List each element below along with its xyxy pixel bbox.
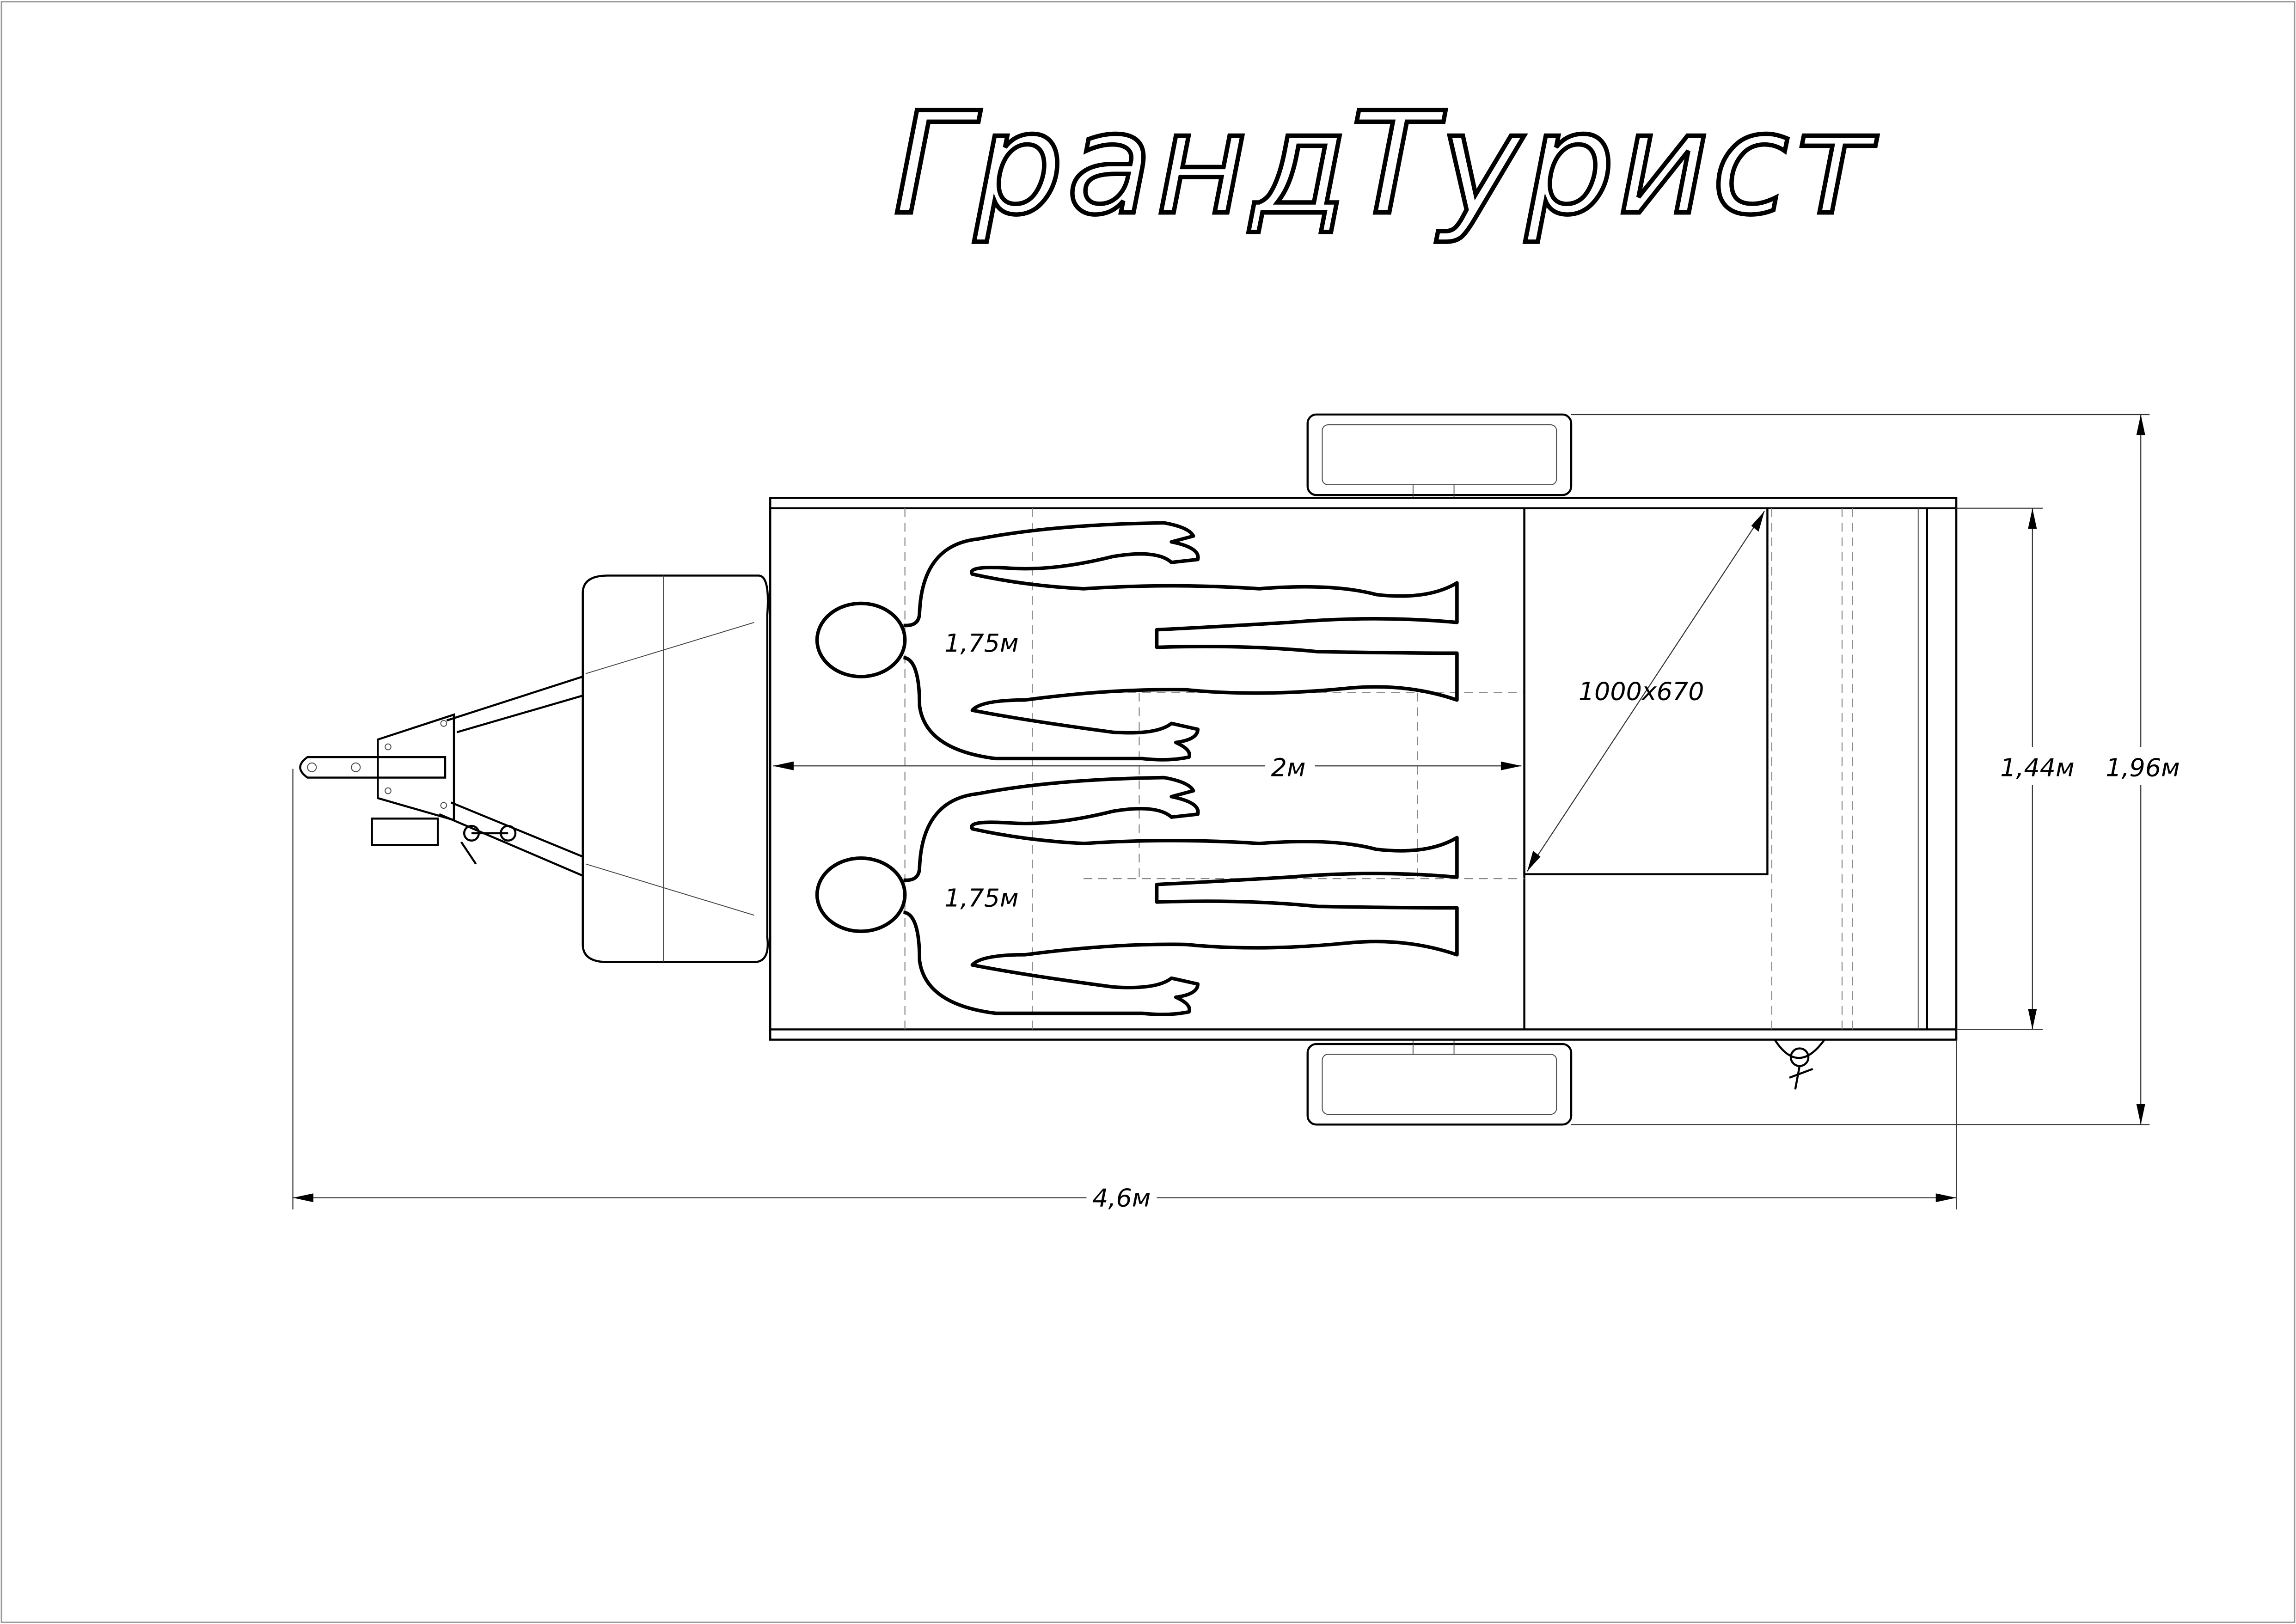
box-size-label: 1000х670 bbox=[1579, 677, 1704, 706]
outer-width-label: 1,96м bbox=[2106, 753, 2180, 782]
dimension-box-diagonal bbox=[1527, 511, 1765, 872]
total-length-label: 4,6м bbox=[1092, 1184, 1151, 1213]
inner-width-label: 1,44м bbox=[2000, 753, 2075, 782]
storage-box bbox=[1523, 507, 1769, 875]
drawbar bbox=[299, 675, 583, 877]
bed-length-label: 2м bbox=[1271, 753, 1306, 782]
person-height-label-top: 1,75м bbox=[944, 629, 1019, 658]
drawing-title: ГрандТурист bbox=[893, 82, 1878, 246]
wheel-top bbox=[1306, 413, 1573, 498]
wheel-bottom bbox=[1306, 1039, 1573, 1126]
dimension-bed bbox=[773, 761, 1522, 770]
front-fender bbox=[582, 574, 769, 963]
person-top bbox=[815, 521, 1459, 762]
jockey-wheel-rear bbox=[1774, 1039, 1825, 1090]
person-height-label-bottom: 1,75м bbox=[944, 883, 1019, 912]
